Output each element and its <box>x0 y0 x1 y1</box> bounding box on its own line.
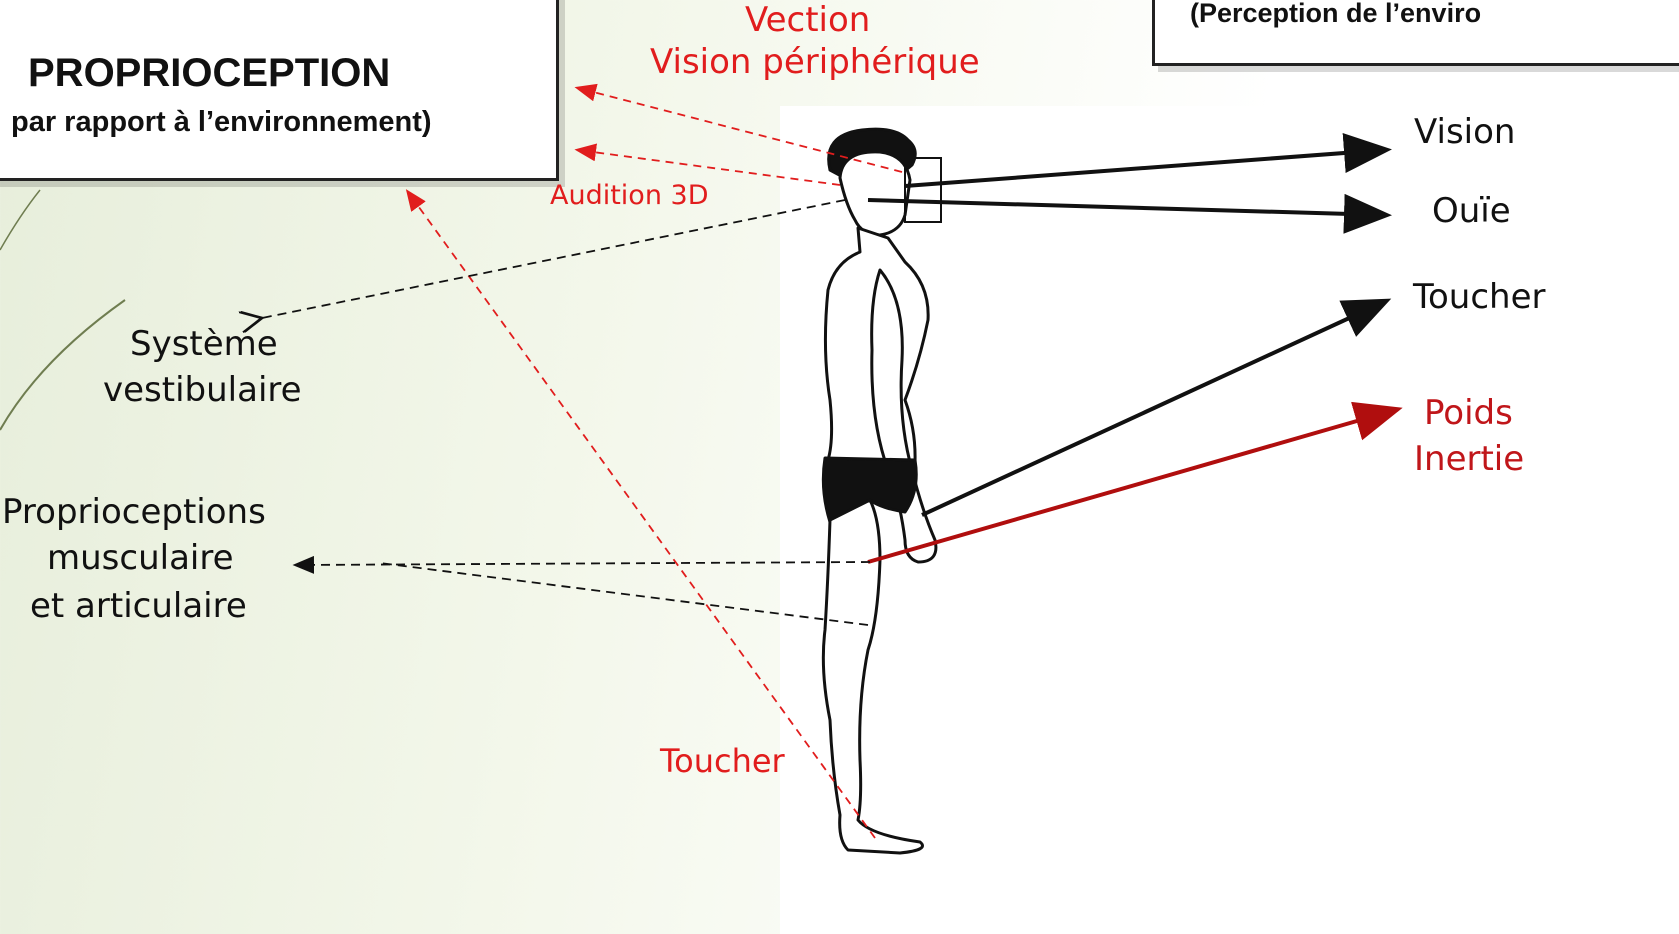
label-ouie: Ouïe <box>1432 191 1511 231</box>
label-poids: Poids <box>1424 393 1513 433</box>
arrow-proprio-knee <box>380 563 868 625</box>
label-toucher-foot: Toucher <box>660 742 785 780</box>
label-inertie: Inertie <box>1414 439 1524 479</box>
arrow-toucher-foot <box>408 192 875 838</box>
label-vision-peripherique: Vision périphérique <box>650 42 980 82</box>
arrow-vestibulaire <box>262 200 845 318</box>
label-vision: Vision <box>1414 112 1515 152</box>
label-vection: Vection <box>745 0 870 40</box>
label-systeme: Système <box>130 324 278 364</box>
decorative-curve <box>0 300 125 430</box>
arrow-ouie <box>868 200 1384 215</box>
arrow-vision <box>905 150 1384 186</box>
decorative-curve-2 <box>0 190 40 250</box>
arrow-proprio-hip <box>296 562 870 565</box>
label-vestibulaire: vestibulaire <box>103 370 302 410</box>
human-figure <box>823 129 936 853</box>
label-toucher-right: Toucher <box>1413 277 1545 317</box>
label-proprioceptions: Proprioceptions <box>2 492 266 532</box>
label-articulaire: et articulaire <box>30 586 247 626</box>
arrow-poids <box>868 410 1395 562</box>
arrow-toucher-right <box>922 302 1384 515</box>
label-audition-3d: Audition 3D <box>550 180 709 211</box>
label-musculaire: musculaire <box>47 538 234 578</box>
